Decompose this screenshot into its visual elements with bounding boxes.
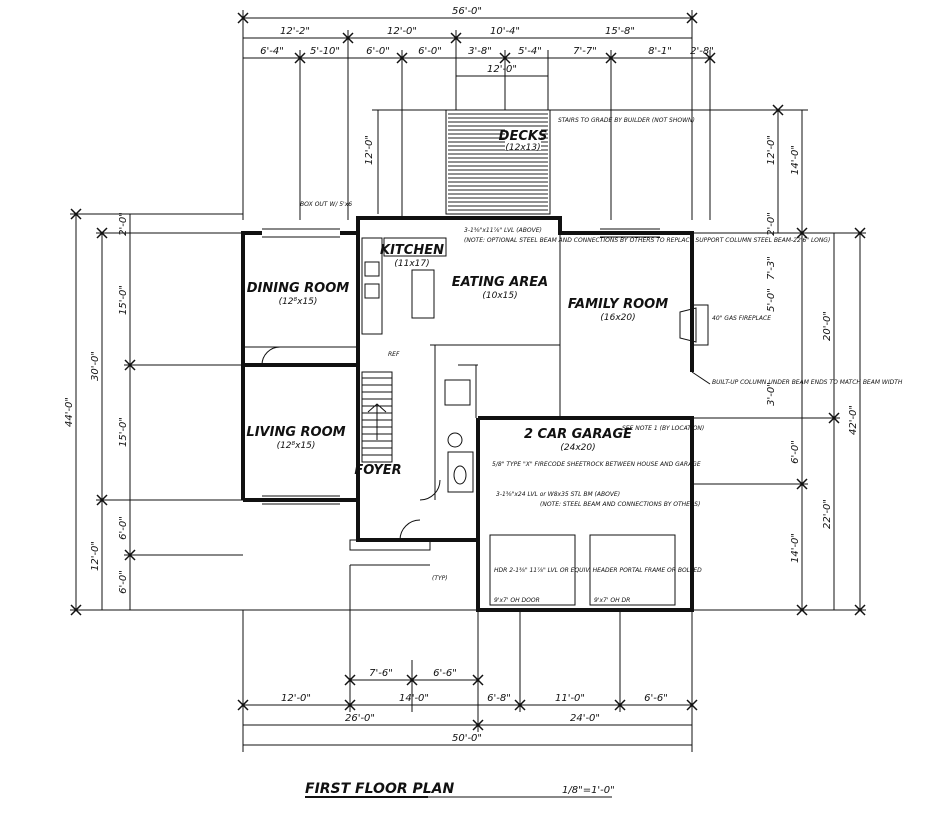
dim-left-p4: 6'-0" [118,516,129,540]
dining-room-label: DINING ROOM [247,281,350,296]
note-beam-top: 3-1⅜"x11⅞" LVL (ABOVE) [464,227,542,234]
dim-right-a: 20'-0" [822,311,833,341]
plan-notes: 3-1⅜"x11⅞" LVL (ABOVE) (NOTE: OPTIONAL S… [300,201,903,604]
note-fireplace: 40" GAS FIREPLACE [712,315,771,322]
living-room-size: (12⁸x15) [277,441,316,451]
garage-label: 2 CAR GARAGE [524,427,632,442]
dim-top-3e: 3'-8" [468,46,492,57]
dim-bottom-2a: 12'-0" [281,693,311,704]
deck-stairs-note: STAIRS TO GRADE BY BUILDER (NOT SHOWN) [558,117,695,124]
dim-right-b: 22'-0" [822,499,833,529]
dim-top-3f: 5'-4" [518,46,542,57]
dining-room-size: (12⁸x15) [279,297,318,307]
note-garage-beam2: (NOTE: STEEL BEAM AND CONNECTIONS BY OTH… [540,501,700,508]
dim-top-2c: 10'-4" [490,26,520,37]
note-door-left: 9'x7' OH DOOR [494,597,540,604]
kitchen-size: (11x17) [394,259,429,269]
dim-right-overall: 42'-0" [848,405,859,435]
dim-bottom-2e: 6'-6" [644,693,668,704]
dim-left-b: 12'-0" [90,541,101,571]
dim-right-p8: 14'-0" [790,533,801,563]
svg-text:12'-0": 12'-0" [364,135,375,165]
dim-top-3g: 7'-7" [573,46,597,57]
eating-area-label: EATING AREA [452,275,549,290]
family-room-size: (16x20) [600,313,635,323]
dim-top-3d: 6'-0" [418,46,442,57]
dim-left-p2: 15'-0" [118,285,129,315]
room-labels: KITCHEN (11x17) EATING AREA (10x15) DINI… [246,243,668,478]
note-box-out: BOX OUT W/ 5'x6 [300,201,352,208]
dim-deck-width: 12'-0" [487,64,517,75]
dim-top-2a: 12'-2" [280,26,310,37]
note-garage-beam: 3-1⅜"x24 LVL or W8x35 STL BM (ABOVE) [496,491,620,498]
bottom-dimensions: 7'-6" 6'-6" 12'-0" 14'-0" 6'-8" 11'-0" 6… [237,565,698,752]
dim-right-p6: 3'-0" [766,382,777,406]
foyer-label: FOYER [354,463,401,478]
top-dimensions: 56'-0" 12'-2" 12'-0" 10'-4" 15'-8" 6'-4"… [237,6,716,220]
left-dimensions: 44'-0" 30'-0" 12'-0" 2'-0" 15'-0" 15'-0"… [64,208,478,616]
deck: DECKS (12x13) STAIRS TO GRADE BY BUILDER… [364,109,695,215]
dim-top-3c: 6'-0" [366,46,390,57]
dim-bottom-1b: 6'-6" [433,668,457,679]
note-typ: (TYP) [432,575,448,582]
dim-bottom-overall: 50'-0" [452,733,482,744]
dim-right-p5: 5'-0" [766,288,777,312]
dim-left-p5: 6'-0" [118,570,129,594]
note-garage: SEE NOTE 1 (BY LOCATION) [622,425,704,432]
note-header: HDR 2-1⅜" 11⅞" LVL OR EQUIV. HEADER PORT… [494,567,702,574]
dim-bottom-2c: 6'-8" [487,693,511,704]
dim-top-3a: 6'-4" [260,46,284,57]
deck-size: (12x13) [505,143,540,153]
dim-bottom-2d: 11'-0" [555,693,585,704]
note-ref: REF [388,351,400,358]
dim-right-p3: 2'-0" [766,212,777,236]
living-room-label: LIVING ROOM [246,425,345,440]
dim-top-3h: 8'-1" [648,46,672,57]
dim-right-p2: 14'-0" [790,145,801,175]
kitchen-label: KITCHEN [380,243,444,258]
dim-top-3i: 2'-8" [690,46,714,57]
note-door-right: 9'x7' OH DR [594,597,630,604]
plan-title: FIRST FLOOR PLAN [305,781,455,797]
garage-size: (24x20) [560,443,595,453]
dim-bottom-3b: 24'-0" [570,713,600,724]
dim-left-p3: 15'-0" [118,417,129,447]
dim-right-p1: 12'-0" [766,135,777,165]
dim-right-p7: 6'-0" [790,440,801,464]
deck-label: DECKS [499,129,548,144]
dim-bottom-2b: 14'-0" [399,693,429,704]
note-firecode: 5/8" TYPE "X" FIRECODE SHEETROCK BETWEEN… [492,461,701,468]
dim-left-a: 30'-0" [90,351,101,381]
dim-top-2d: 15'-8" [605,26,635,37]
dim-top-2b: 12'-0" [387,26,417,37]
eating-area-size: (10x15) [482,291,517,301]
note-column: BUILT-UP COLUMN UNDER BEAM ENDS TO MATCH… [712,379,903,386]
plan-scale: 1/8"=1'-0" [562,785,615,796]
dim-left-p1: 2'-0" [118,212,129,236]
dim-left-overall: 44'-0" [64,397,75,427]
dim-top-overall: 56'-0" [452,6,482,17]
dim-right-p4: 7'-3" [766,256,777,280]
dim-bottom-1a: 7'-6" [369,668,393,679]
right-dimensions: 42'-0" 20'-0" 22'-0" 12'-0" 14'-0" 2'-0"… [548,104,866,616]
plan-title-block: FIRST FLOOR PLAN 1/8"=1'-0" [305,781,615,798]
family-room-label: FAMILY ROOM [568,297,668,312]
dim-bottom-3a: 26'-0" [345,713,375,724]
dim-top-3b: 5'-10" [310,46,340,57]
note-steel-beam: (NOTE: OPTIONAL STEEL BEAM AND CONNECTIO… [464,237,830,244]
